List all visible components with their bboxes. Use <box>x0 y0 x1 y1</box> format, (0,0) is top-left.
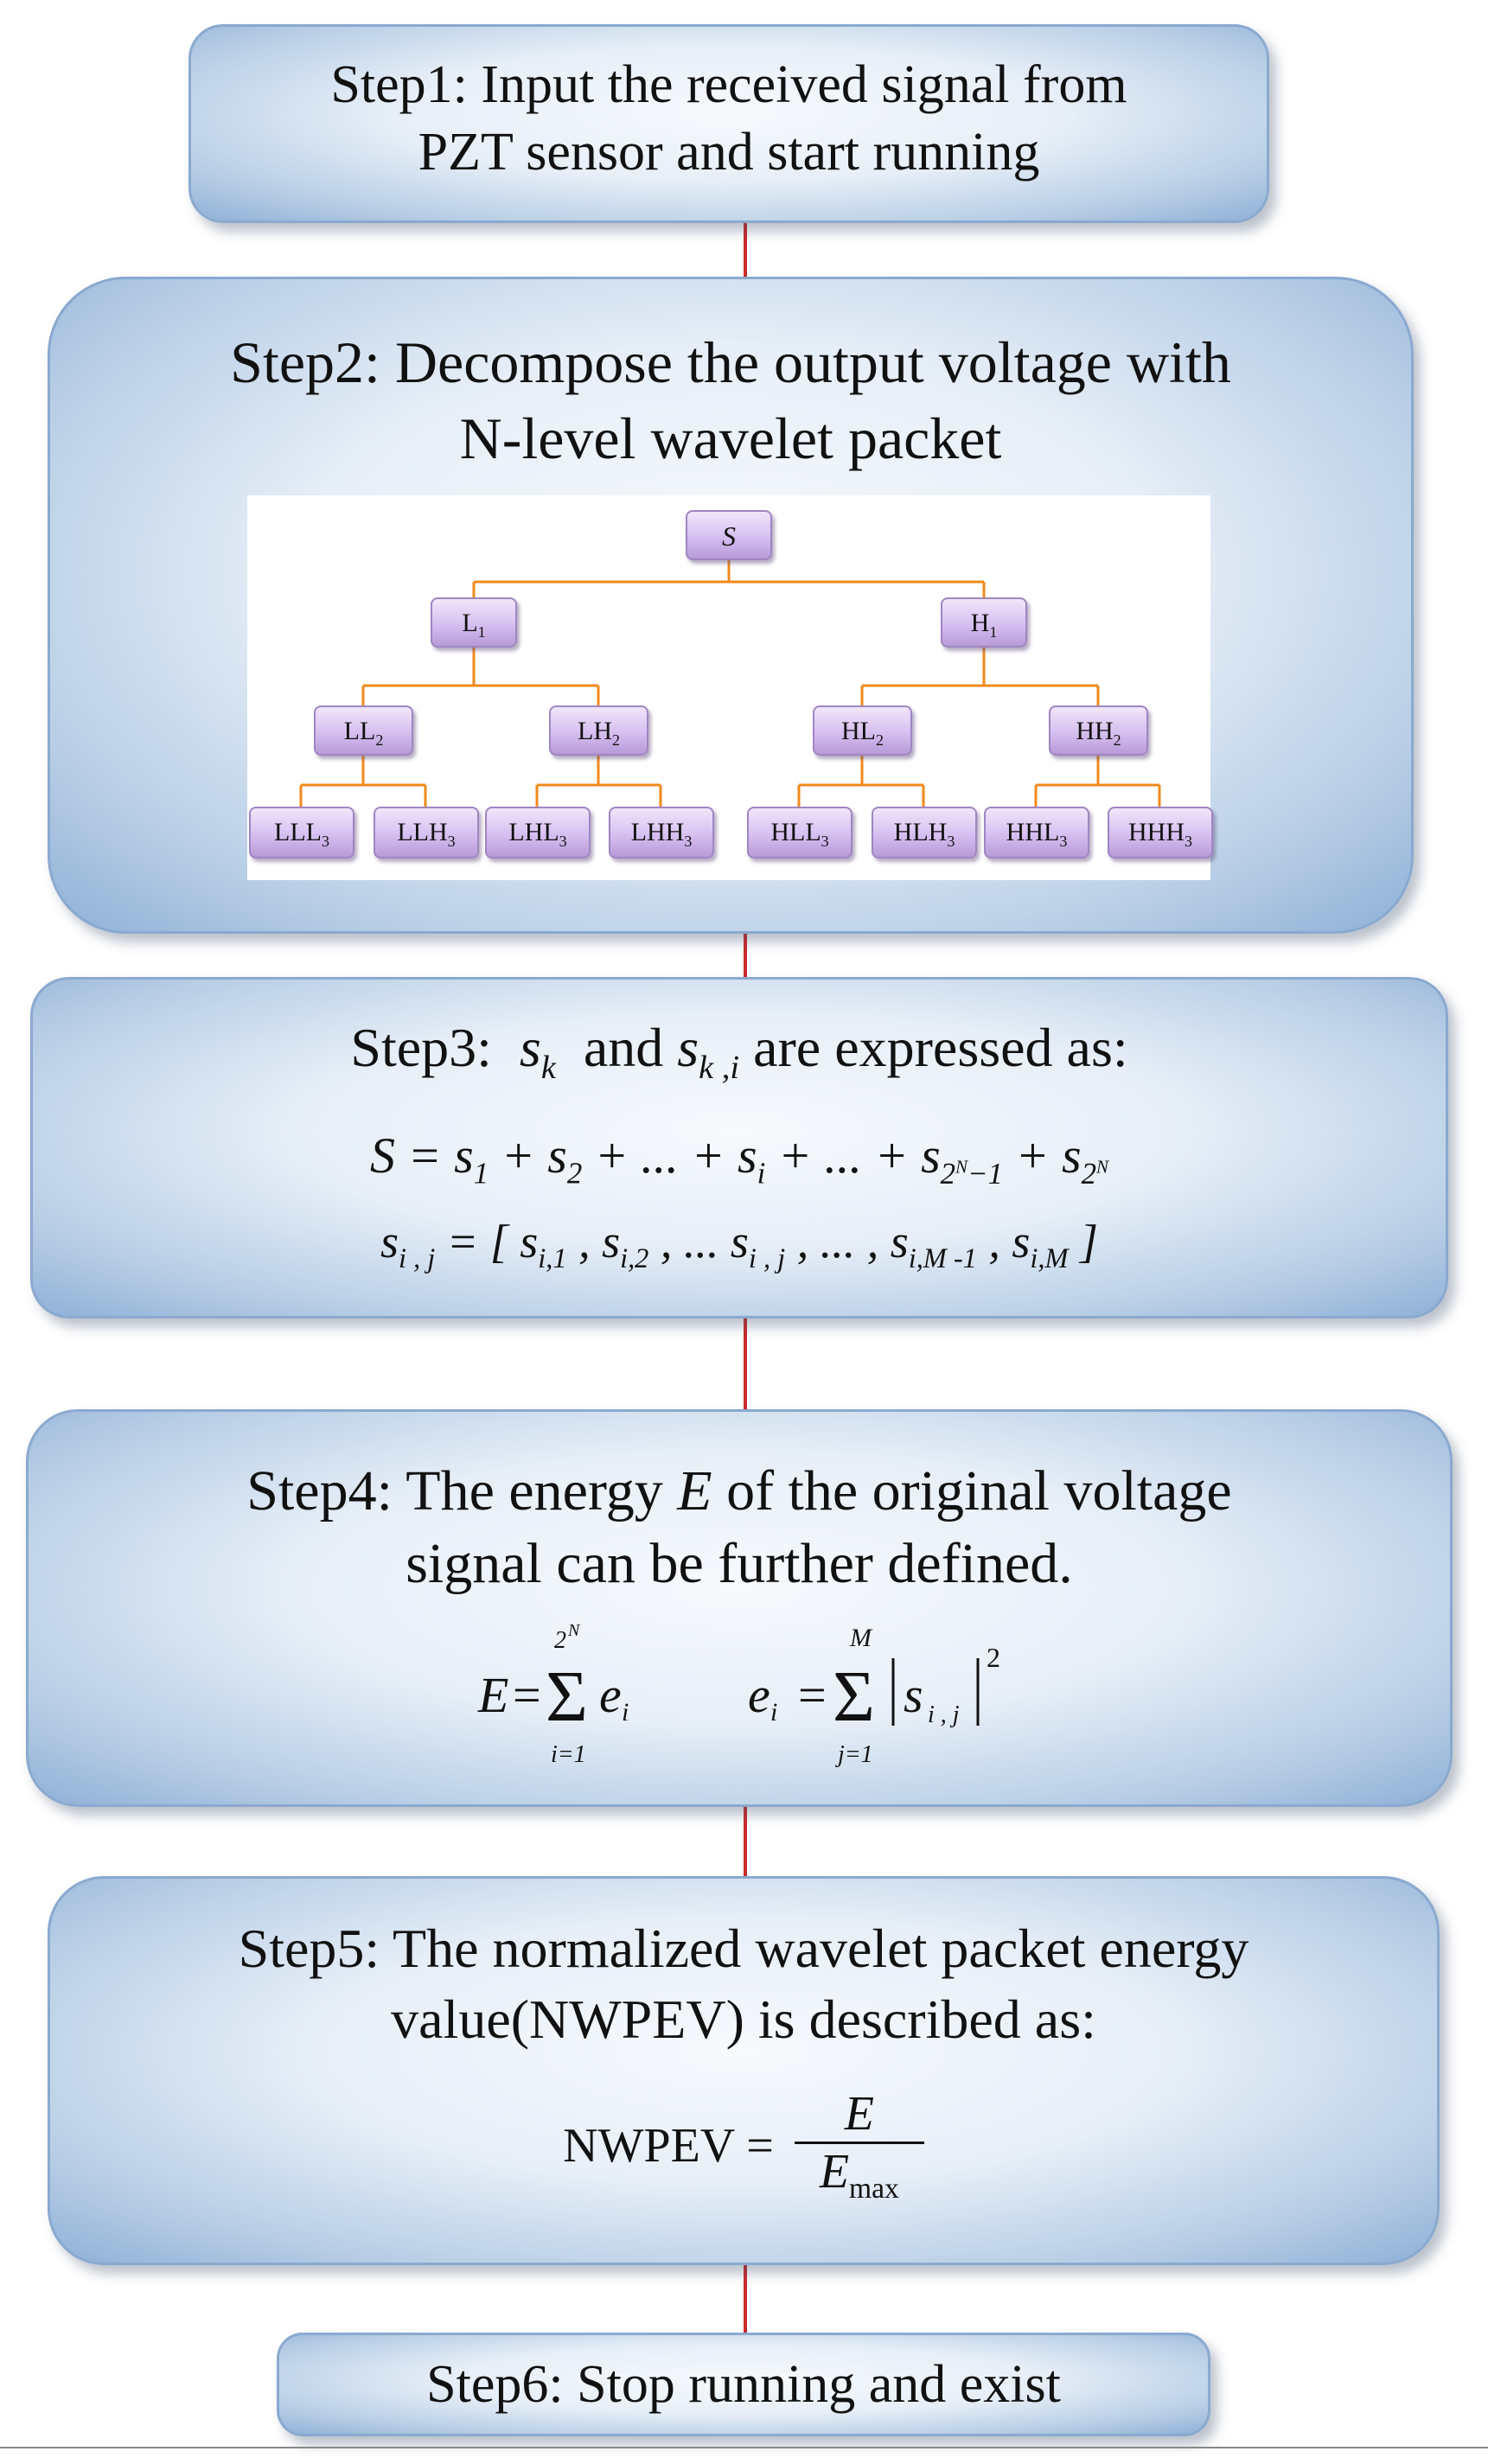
svg-text:i=1: i=1 <box>551 1741 586 1768</box>
step3-formula-1: S = s1 + s2 + ... + si + ... + s2N−1 + s… <box>370 1127 1108 1191</box>
tree-node-h1: H1 <box>941 597 1027 648</box>
tree-node-lll3: LLL3 <box>249 807 354 859</box>
step3-heading: Step3: sk and sk ,i are expressed as: <box>33 1014 1446 1101</box>
step1-line2: PZT sensor and start running <box>418 123 1040 182</box>
svg-text:e: e <box>748 1667 770 1723</box>
tree-node-hhl3: HHL3 <box>984 807 1089 859</box>
tree-node-lhh3: LHH3 <box>609 807 714 859</box>
svg-text:e: e <box>599 1667 622 1723</box>
step2-box: Step2: Decompose the output voltage with… <box>48 277 1414 934</box>
connector-5-6 <box>744 2265 747 2334</box>
connector-3-4 <box>744 1314 747 1409</box>
fraction-bar <box>794 2142 924 2144</box>
step5-line2: value(NWPEV) is described as: <box>391 1988 1096 2050</box>
svg-text:Σ: Σ <box>833 1656 875 1737</box>
step3-prefix: Step3: <box>350 1017 492 1078</box>
connector-1-2 <box>744 220 747 294</box>
svg-text:=: = <box>513 1667 541 1723</box>
svg-text:2: 2 <box>554 1627 566 1654</box>
step4-formula: E = Σ 2 N i=1 e i e i = Σ M j=1 s i , j … <box>477 1621 1000 1768</box>
tree-node-hh2: HH2 <box>1049 705 1148 756</box>
step5-formula: NWPEV = E Emax <box>50 2086 1437 2205</box>
step4-box: Step4: The energy E of the original volt… <box>26 1409 1453 1807</box>
tree-node-hl2: HL2 <box>813 705 912 756</box>
tree-node-hll3: HLL3 <box>747 807 853 859</box>
step5-box: Step5: The normalized wavelet packet ene… <box>48 1876 1440 2265</box>
step2-line2: N-level wavelet packet <box>459 405 1002 471</box>
wavelet-packet-tree: S L1 H1 LL2 LH2 HL2 HH2 LLL3 LLH3 LHL3 L… <box>247 495 1213 880</box>
step5-line1: Step5: The normalized wavelet packet ene… <box>238 1918 1249 1979</box>
step1-box: Step1: Input the received signal from PZ… <box>188 24 1269 223</box>
svg-text:i: i <box>622 1698 629 1727</box>
step6-text: Step6: Stop running and exist <box>426 2355 1061 2414</box>
svg-text:i , j: i , j <box>928 1701 960 1728</box>
step6-box: Step6: Stop running and exist <box>277 2333 1210 2436</box>
tree-node-llh3: LLH3 <box>374 807 479 859</box>
svg-text:Σ: Σ <box>546 1656 588 1737</box>
step5-denominator: Emax <box>819 2145 899 2205</box>
step3-box: Step3: sk and sk ,i are expressed as: S … <box>30 977 1448 1318</box>
tree-node-ll2: LL2 <box>314 705 413 756</box>
step3-sym-ski: sk ,i <box>677 1017 740 1086</box>
step2-line1: Step2: Decompose the output voltage with <box>230 329 1231 395</box>
step4-line1: Step4: The energy E of the original volt… <box>246 1459 1232 1522</box>
tree-node-hlh3: HLH3 <box>872 807 977 859</box>
svg-text:E: E <box>477 1667 508 1723</box>
tree-node-lhl3: LHL3 <box>485 807 591 859</box>
tree-node-hhh3: HHH3 <box>1108 807 1213 859</box>
step1-line1: Step1: Input the received signal from <box>330 55 1127 114</box>
connector-2-3 <box>744 925 747 977</box>
svg-text:s: s <box>904 1667 923 1723</box>
step5-formula-lhs: NWPEV = <box>563 2119 774 2174</box>
step3-suffix: are expressed as: <box>753 1017 1128 1078</box>
svg-text:M: M <box>849 1624 873 1652</box>
svg-text:j=1: j=1 <box>835 1741 873 1768</box>
svg-text:N: N <box>567 1621 581 1640</box>
tree-node-lh2: LH2 <box>549 705 648 756</box>
tree-node-l1: L1 <box>431 597 517 648</box>
step3-sym-sk: sk <box>519 1017 556 1086</box>
connector-4-5 <box>744 1807 747 1876</box>
svg-text:2: 2 <box>987 1642 1000 1673</box>
bottom-rule <box>0 2447 1488 2448</box>
step4-line2: signal can be further defined. <box>406 1532 1073 1595</box>
step3-and: and <box>583 1017 664 1078</box>
tree-node-root: S <box>686 510 772 560</box>
step3-formula-2: si , j = [ si,1 , si,2 , ... si , j , ..… <box>380 1216 1098 1274</box>
svg-text:i: i <box>770 1698 777 1727</box>
step5-numerator: E <box>844 2087 874 2141</box>
tree-lines <box>299 560 1161 807</box>
svg-text:=: = <box>798 1667 827 1723</box>
